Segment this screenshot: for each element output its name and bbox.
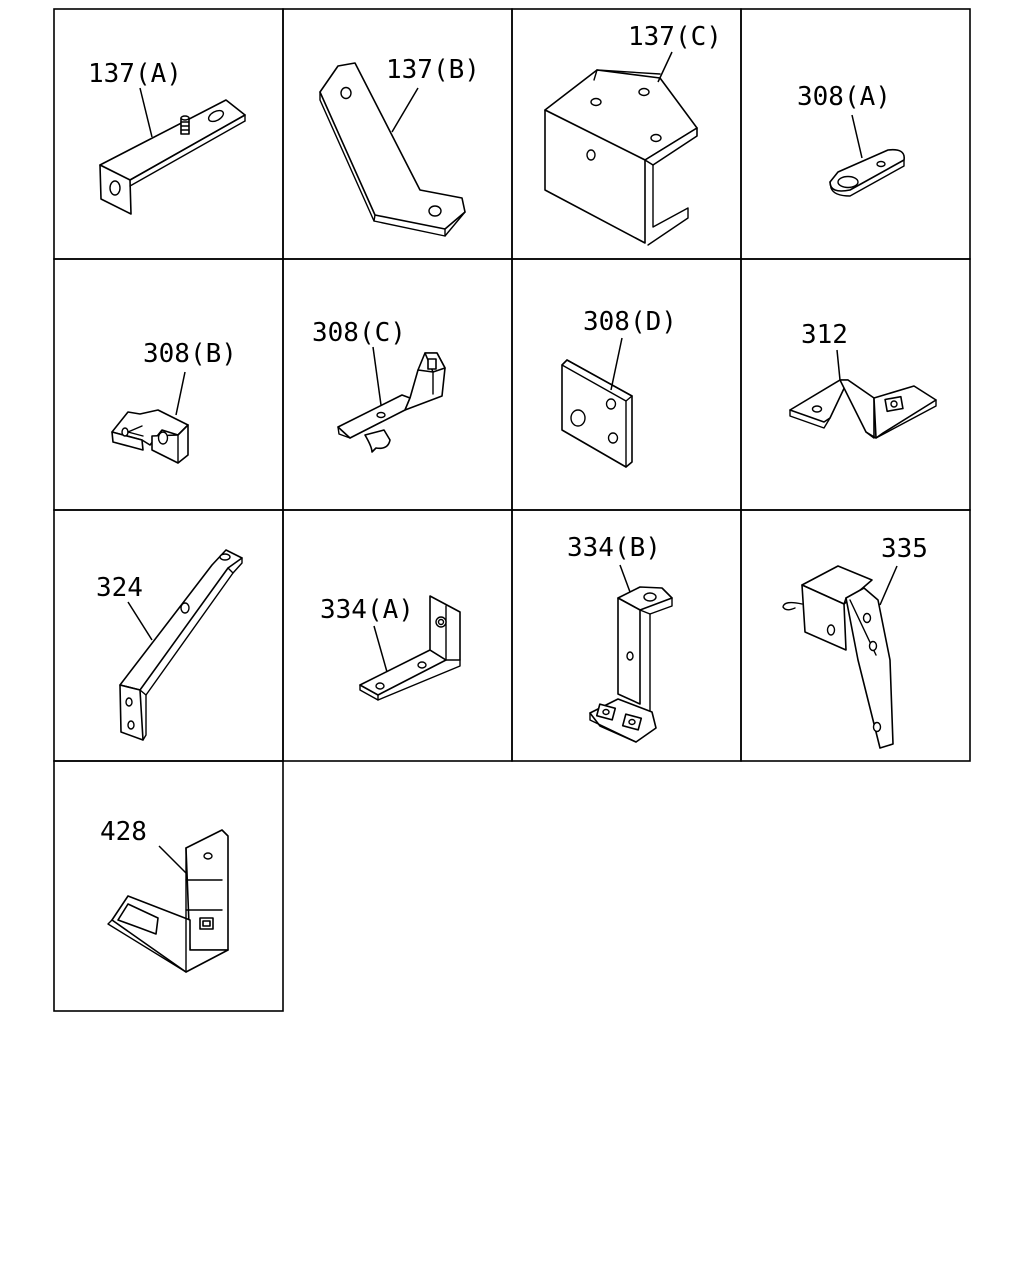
callout-308a: 308(A)	[797, 82, 891, 112]
callout-324: 324	[96, 573, 143, 603]
leader-137c	[657, 51, 673, 83]
bracket-335-drawing	[782, 565, 894, 749]
bracket-308b-drawing	[111, 409, 189, 464]
bracket-137b-drawing	[319, 62, 466, 237]
callout-308d: 308(D)	[583, 307, 677, 337]
callout-335: 335	[881, 534, 928, 564]
leader-428	[158, 845, 188, 875]
callout-137a: 137(A)	[88, 59, 182, 89]
callout-137b: 137(B)	[386, 55, 480, 85]
leader-308c	[372, 346, 382, 406]
cell-308a	[740, 8, 971, 260]
bracket-308d-drawing	[561, 359, 633, 468]
cell-308d	[511, 258, 742, 511]
cell-308c	[282, 258, 513, 511]
bracket-312-drawing	[789, 379, 937, 439]
bracket-428-drawing	[107, 829, 229, 973]
cell-137b	[282, 8, 513, 260]
bracket-324-drawing	[119, 549, 243, 741]
bracket-308c-drawing	[337, 352, 446, 453]
bracket-334b-drawing	[589, 586, 673, 743]
callout-334b: 334(B)	[567, 533, 661, 563]
callout-428: 428	[100, 817, 147, 847]
leader-335	[879, 565, 898, 606]
bracket-137a-drawing	[99, 99, 246, 215]
cell-308b	[53, 258, 284, 511]
callout-308b: 308(B)	[143, 339, 237, 369]
callout-137c: 137(C)	[628, 22, 722, 52]
cell-428	[53, 760, 284, 1012]
leader-334b	[619, 564, 631, 593]
leader-308b	[175, 371, 186, 416]
bracket-137c-drawing	[544, 69, 698, 246]
cell-334a	[282, 509, 513, 762]
leader-312	[836, 349, 841, 381]
bracket-308a-drawing	[829, 148, 905, 197]
bracket-334a-drawing	[359, 595, 461, 701]
leader-334a	[373, 625, 388, 673]
leader-308a	[851, 114, 863, 159]
callout-308c: 308(C)	[312, 318, 406, 348]
leader-137a	[139, 87, 153, 138]
grid	[53, 8, 971, 1012]
callout-312: 312	[801, 320, 848, 350]
cell-335	[740, 509, 971, 762]
callout-334a: 334(A)	[320, 595, 414, 625]
leader-308d	[610, 337, 623, 391]
leader-324	[127, 601, 153, 641]
leader-137b	[391, 87, 419, 133]
